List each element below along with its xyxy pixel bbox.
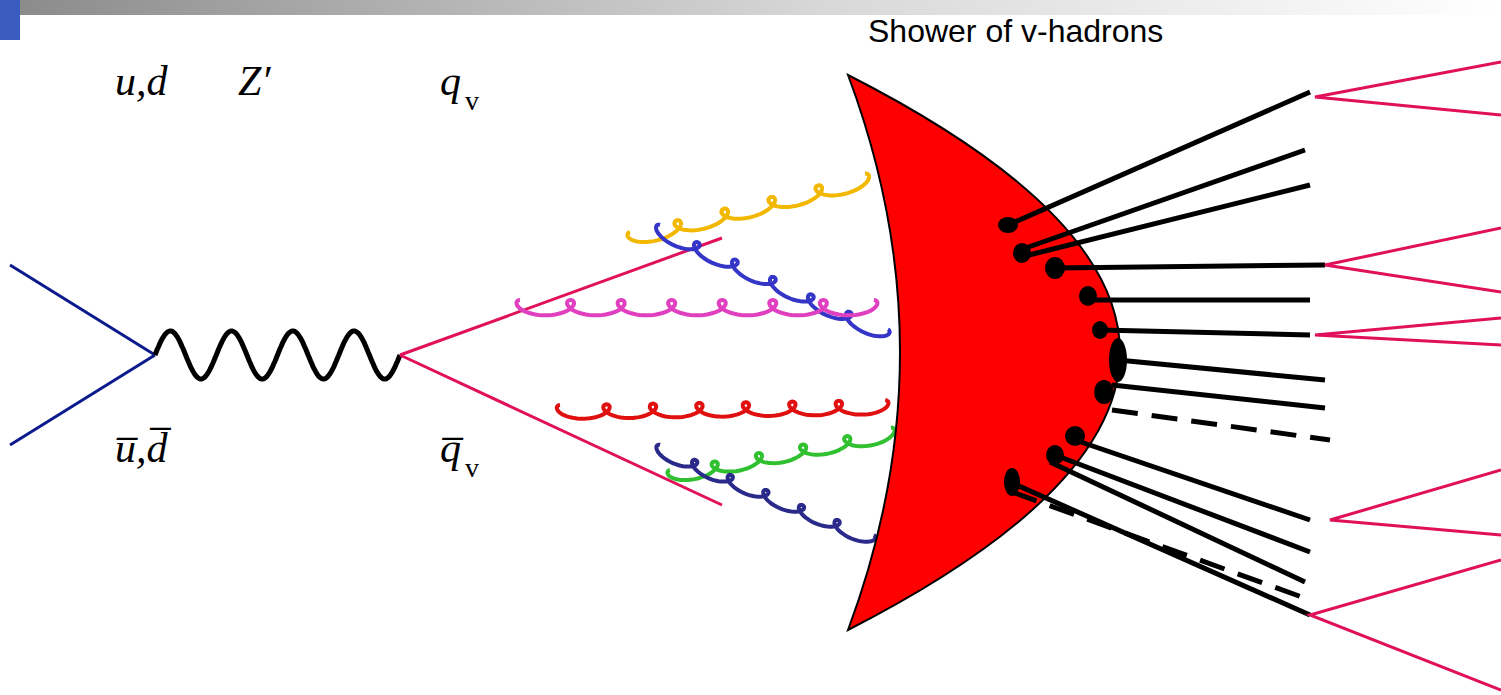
decay-lines (1310, 62, 1501, 690)
quark-line (10, 265, 155, 355)
vquark-label: q (440, 58, 461, 104)
header-bar (0, 0, 1501, 15)
subscript-label: v (465, 453, 479, 484)
gluon-group (517, 174, 895, 542)
gluon-curl (557, 400, 889, 419)
anti-vquark-label: q̅ (440, 425, 461, 471)
vquark-line (400, 355, 722, 505)
gluon-curl (517, 300, 878, 315)
gluon-curl (656, 225, 890, 337)
hadron-blobs (998, 217, 1127, 496)
header-block (0, 0, 20, 40)
quark-label: u,d (115, 58, 168, 104)
subscript-label: v (465, 86, 479, 117)
shower-title: Shower of v-hadrons (868, 14, 1163, 49)
boson-wave (155, 331, 400, 379)
boson-label: Z′ (238, 58, 271, 104)
hadron-lines (1008, 92, 1325, 615)
vquark-line (400, 238, 722, 355)
dashed-hadron-lines (1012, 410, 1330, 600)
shower-crescent (848, 75, 1120, 630)
antiquark-label: u̅,d̅ (115, 425, 168, 471)
gluon-curl (656, 445, 875, 542)
gluon-curl (627, 174, 869, 242)
